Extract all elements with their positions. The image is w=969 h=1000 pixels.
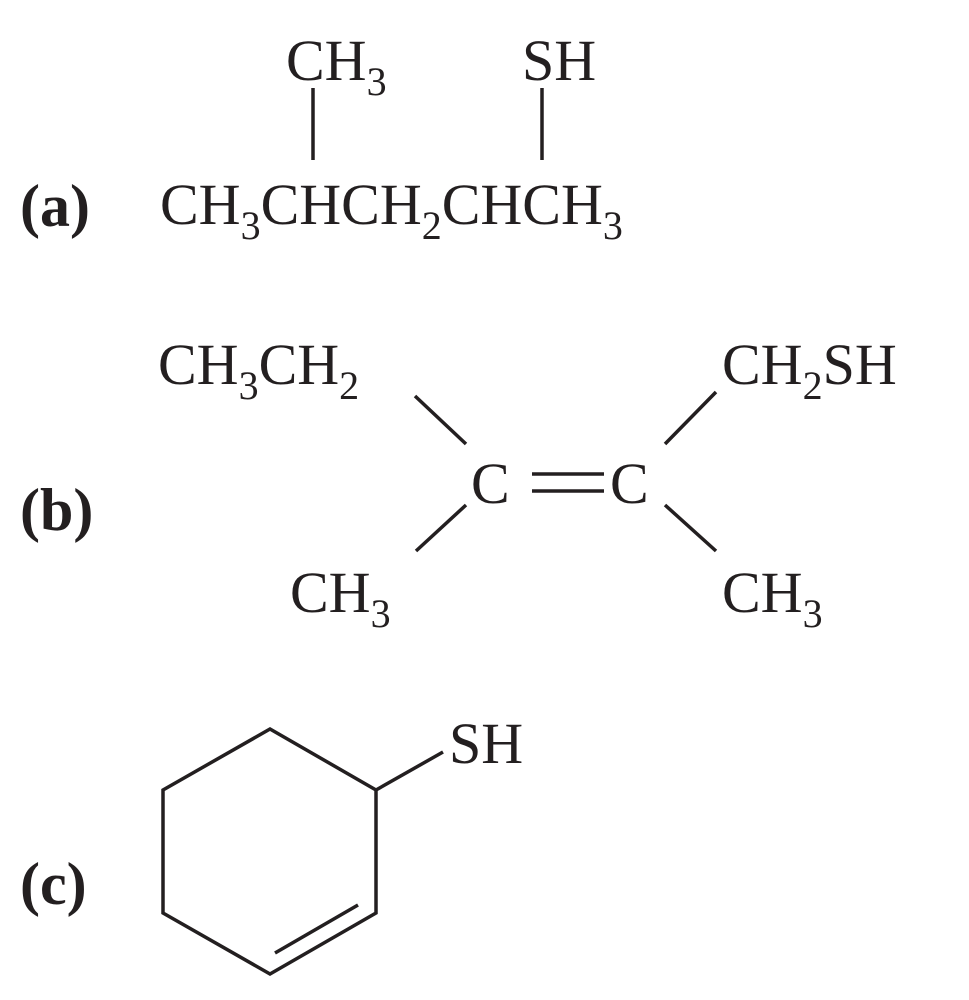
part-b-ethyl-group: CH3CH2 bbox=[158, 332, 359, 408]
part-a-thiol-branch: SH bbox=[522, 28, 596, 93]
part-a-methyl-branch: CH3 bbox=[286, 28, 387, 104]
part-c-thiol-group: SH bbox=[449, 711, 523, 776]
part-a-label: (a) bbox=[20, 173, 90, 239]
part-b-lower-right-bond bbox=[663, 503, 718, 553]
part-b-methyl-left: CH3 bbox=[290, 560, 391, 636]
part-b-lower-left-bond bbox=[414, 503, 468, 553]
part-c-thiol-bond bbox=[375, 750, 444, 792]
part-b-alkene-carbon-right: C bbox=[610, 451, 649, 516]
part-c-label: (c) bbox=[20, 851, 87, 917]
part-b-methyl-right: CH3 bbox=[722, 560, 823, 636]
part-b-label: (b) bbox=[20, 477, 93, 543]
part-b-mercaptomethyl-bond bbox=[663, 390, 718, 446]
part-a-main-chain: CH3CHCH2CHCH3 bbox=[160, 172, 623, 248]
cyclohexene-double-bond bbox=[274, 903, 359, 955]
part-b-alkene-carbon-left: C bbox=[471, 451, 510, 516]
part-a: (a) CH3 SH CH3CHCH2CHCH3 bbox=[20, 28, 623, 248]
part-b: (b) CH3CH2 CH2SH C C CH3 CH3 bbox=[20, 332, 897, 636]
part-c: (c) SH bbox=[20, 711, 523, 977]
cyclohexene-ring bbox=[161, 726, 378, 977]
part-b-ethyl-bond bbox=[413, 394, 468, 446]
part-b-mercaptomethyl-group: CH2SH bbox=[722, 332, 897, 408]
